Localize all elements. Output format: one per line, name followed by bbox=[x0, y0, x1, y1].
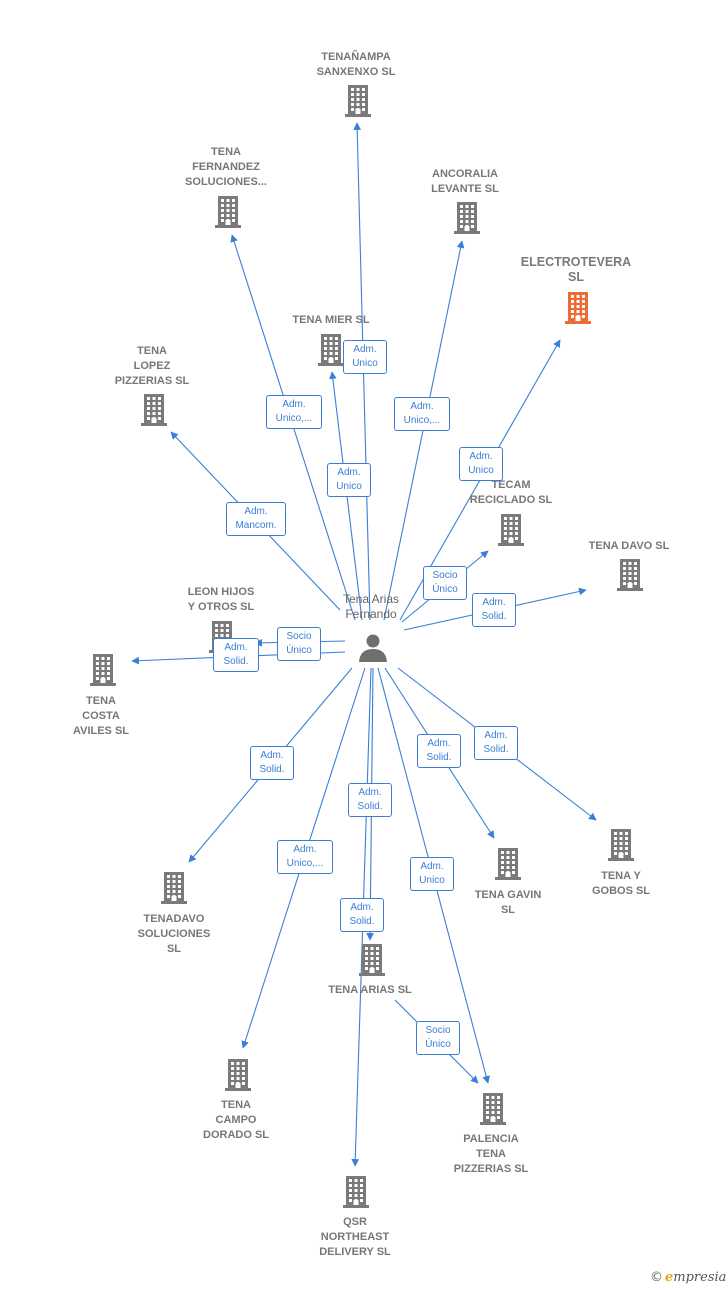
building-icon[interactable] bbox=[318, 334, 344, 366]
company-label-tena-davo[interactable]: TENA DAVO SL bbox=[588, 540, 670, 552]
company-label-tena-arias[interactable]: TENA ARIAS SL bbox=[328, 984, 412, 996]
company-label-electrotevera[interactable]: ELECTROTEVERA SL bbox=[520, 255, 632, 284]
building-icon[interactable] bbox=[480, 1093, 506, 1125]
company-label-tena-mier[interactable]: TENA MIER SL bbox=[292, 314, 370, 326]
center-person-name[interactable]: Tena Arias Fernando bbox=[342, 592, 400, 621]
edge-role-label[interactable]: Adm. Solid. bbox=[213, 638, 259, 672]
edge-role-label[interactable]: Adm. Solid. bbox=[474, 726, 518, 760]
building-icon[interactable] bbox=[90, 654, 116, 686]
company-label-tena-campo[interactable]: TENA CAMPO DORADO SL bbox=[203, 1099, 269, 1141]
edge-role-label[interactable]: Adm. Mancom. bbox=[226, 502, 286, 536]
edge-role-label[interactable]: Adm. Solid. bbox=[250, 746, 294, 780]
edge-role-label[interactable]: Adm. Unico bbox=[459, 447, 503, 481]
person-icon[interactable] bbox=[359, 634, 387, 663]
building-icon[interactable] bbox=[498, 514, 524, 546]
company-label-tena-costa[interactable]: TENA COSTA AVILES SL bbox=[72, 695, 130, 737]
empresia-logo[interactable]: ©empresia bbox=[650, 1270, 727, 1285]
company-label-leon-hijos[interactable]: LEON HIJOS Y OTROS SL bbox=[187, 586, 255, 613]
copyright-icon: © bbox=[650, 1270, 663, 1285]
building-icon[interactable] bbox=[359, 944, 385, 976]
building-icon[interactable] bbox=[215, 196, 241, 228]
company-label-tena-y-gobos[interactable]: TENA Y GOBOS SL bbox=[591, 870, 651, 897]
building-icon[interactable] bbox=[343, 1176, 369, 1208]
building-icon[interactable] bbox=[617, 559, 643, 591]
edge-role-label[interactable]: Adm. Unico,... bbox=[277, 840, 333, 874]
building-icon[interactable] bbox=[161, 872, 187, 904]
edge-role-label[interactable]: Adm. Unico bbox=[410, 857, 454, 891]
edge-role-label[interactable]: Socio Único bbox=[416, 1021, 460, 1055]
building-icon[interactable] bbox=[225, 1059, 251, 1091]
building-icon[interactable] bbox=[141, 394, 167, 426]
edge-role-label[interactable]: Adm. Unico,... bbox=[266, 395, 322, 429]
edge-role-label[interactable]: Adm. Unico bbox=[327, 463, 371, 497]
company-label-tena-fernandez[interactable]: TENA FERNANDEZ SOLUCIONES... bbox=[185, 146, 267, 188]
edge-role-label[interactable]: Adm. Solid. bbox=[472, 593, 516, 627]
company-label-tenadavo-sol[interactable]: TENADAVO SOLUCIONES SL bbox=[137, 913, 211, 955]
edge-role-label[interactable]: Adm. Unico bbox=[343, 340, 387, 374]
edge-role-label[interactable]: Socio Único bbox=[423, 566, 467, 600]
edge-role-label[interactable]: Adm. Solid. bbox=[348, 783, 392, 817]
company-label-ancoralia[interactable]: ANCORALIA LEVANTE SL bbox=[431, 168, 499, 195]
company-label-tecam[interactable]: TECAM RECICLADO SL bbox=[469, 479, 553, 506]
building-icon[interactable] bbox=[345, 85, 371, 117]
edge-role-label[interactable]: Adm. Solid. bbox=[417, 734, 461, 768]
edge-role-label[interactable]: Socio Único bbox=[277, 627, 321, 661]
company-label-qsr[interactable]: QSR NORTHEAST DELIVERY SL bbox=[319, 1216, 391, 1258]
building-icon[interactable] bbox=[454, 202, 480, 234]
building-icon[interactable] bbox=[495, 848, 521, 880]
building-icon[interactable] bbox=[565, 292, 591, 324]
edge-role-label[interactable]: Adm. Solid. bbox=[340, 898, 384, 932]
building-icon[interactable] bbox=[608, 829, 634, 861]
edge-role-label[interactable]: Adm. Unico,... bbox=[394, 397, 450, 431]
company-label-tena-lopez[interactable]: TENA LOPEZ PIZZERIAS SL bbox=[114, 345, 190, 387]
company-label-tena-gavin[interactable]: TENA GAVIN SL bbox=[474, 889, 542, 916]
company-label-tenanampa[interactable]: TENAÑAMPA SANXENXO SL bbox=[316, 51, 396, 78]
company-label-palencia[interactable]: PALENCIA TENA PIZZERIAS SL bbox=[453, 1133, 529, 1175]
